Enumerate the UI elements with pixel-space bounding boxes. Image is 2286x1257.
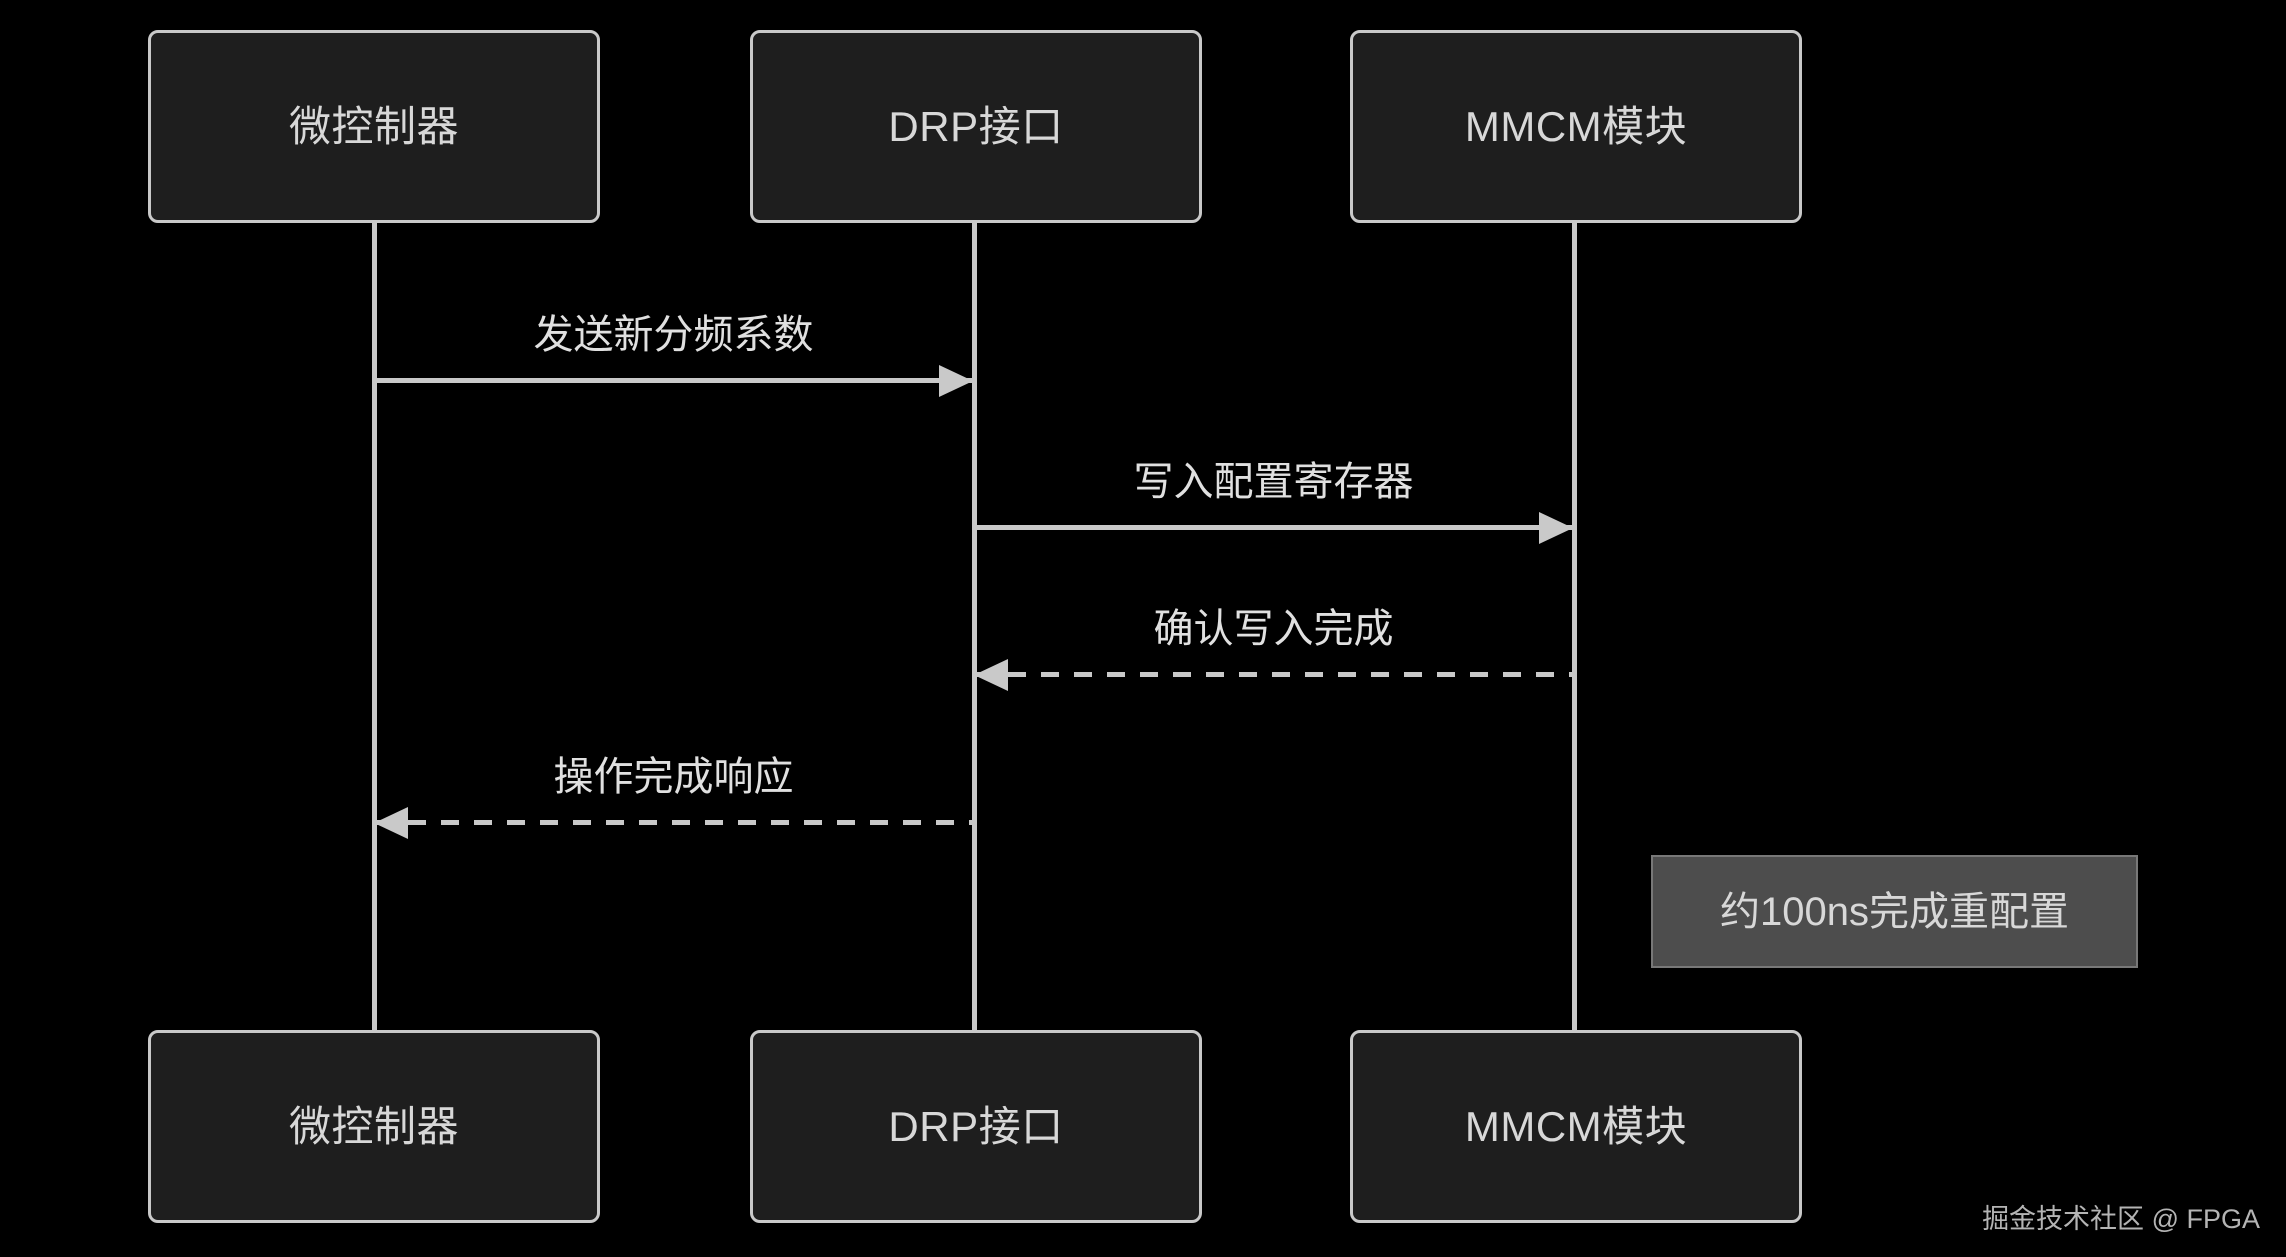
participant-box-mmcm-top: MMCM模块 xyxy=(1350,30,1802,223)
arrowhead-left-icon-4 xyxy=(374,807,408,839)
message-line-3 xyxy=(975,672,1572,677)
participant-box-drp-bottom: DRP接口 xyxy=(750,1030,1202,1223)
message-label-2: 写入配置寄存器 xyxy=(1133,460,1414,504)
note-text: 约100ns完成重配置 xyxy=(1720,889,2069,934)
lifeline-mmcm xyxy=(1572,223,1577,1030)
watermark: 掘金技术社区 @ FPGA xyxy=(1982,1204,2260,1234)
note-reconfiguration-time: 约100ns完成重配置 xyxy=(1651,855,2138,968)
message-label-3: 确认写入完成 xyxy=(1153,607,1394,651)
participant-label-mmcm-top: MMCM模块 xyxy=(1464,102,1688,150)
message-line-1 xyxy=(375,378,972,383)
arrowhead-left-icon-3 xyxy=(974,659,1008,691)
participant-box-mcu-top: 微控制器 xyxy=(148,30,600,223)
participant-label-mcu-top: 微控制器 xyxy=(288,102,459,150)
participant-label-mmcm-bottom: MMCM模块 xyxy=(1464,1102,1688,1150)
message-label-4: 操作完成响应 xyxy=(553,755,794,799)
participant-label-drp-top: DRP接口 xyxy=(888,102,1064,150)
lifeline-drp xyxy=(972,223,977,1030)
participant-label-drp-bottom: DRP接口 xyxy=(888,1102,1064,1150)
lifeline-mcu xyxy=(372,223,377,1030)
message-label-1: 发送新分频系数 xyxy=(533,313,814,357)
message-write-config-register: 写入配置寄存器 xyxy=(975,460,1573,544)
participant-box-mmcm-bottom: MMCM模块 xyxy=(1350,1030,1802,1223)
message-confirm-write-complete: 确认写入完成 xyxy=(974,607,1572,691)
message-line-4 xyxy=(375,820,972,825)
message-send-divider-coefficient: 发送新分频系数 xyxy=(375,313,973,397)
arrowhead-right-icon-2 xyxy=(1539,512,1573,544)
participant-box-drp-top: DRP接口 xyxy=(750,30,1202,223)
message-operation-complete-response: 操作完成响应 xyxy=(374,755,972,839)
arrowhead-right-icon-1 xyxy=(939,365,973,397)
participant-box-mcu-bottom: 微控制器 xyxy=(148,1030,600,1223)
message-line-2 xyxy=(975,525,1572,530)
participant-label-mcu-bottom: 微控制器 xyxy=(288,1102,459,1150)
